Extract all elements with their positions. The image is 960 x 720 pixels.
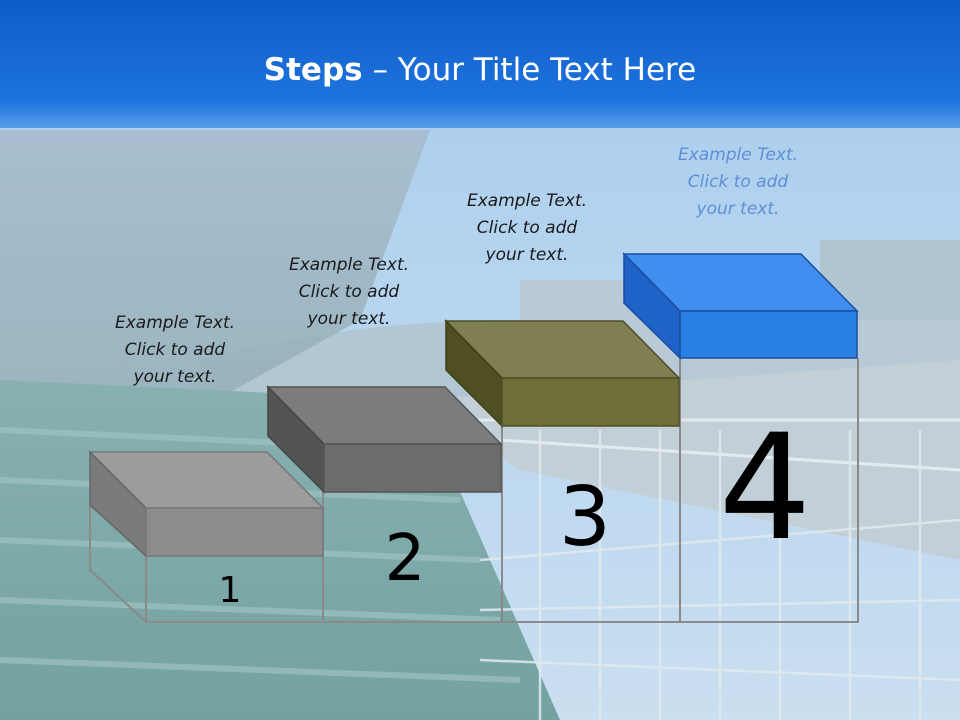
step-1-number: 1 bbox=[218, 570, 242, 611]
step-4-caption-line1: Example Text. bbox=[677, 145, 799, 165]
step-2-number: 2 bbox=[384, 522, 426, 596]
step-2-caption-line1: Example Text. bbox=[288, 255, 410, 275]
step-1-caption-line3: your text. bbox=[133, 367, 217, 387]
step-1-caption-line1: Example Text. bbox=[114, 313, 236, 333]
title-bold: Steps bbox=[263, 52, 363, 88]
step-3-caption-line2: Click to add bbox=[476, 218, 578, 238]
step-1-caption[interactable]: Example Text. Click to add your text. bbox=[80, 310, 270, 391]
step-3-caption-line1: Example Text. bbox=[466, 191, 588, 211]
header-band bbox=[0, 0, 960, 128]
step-3-block[interactable] bbox=[444, 319, 681, 428]
step-2-caption[interactable]: Example Text. Click to add your text. bbox=[254, 252, 444, 333]
title-rest: – Your Title Text Here bbox=[372, 52, 697, 88]
step-2-block[interactable] bbox=[266, 385, 503, 494]
step-4-number: 4 bbox=[718, 403, 812, 573]
step-4-caption-line3: your text. bbox=[696, 199, 780, 219]
step-3-number: 3 bbox=[558, 470, 612, 565]
step-2-caption-line2: Click to add bbox=[298, 282, 400, 302]
page-title: Steps – Your Title Text Here bbox=[0, 52, 960, 88]
step-4-block[interactable] bbox=[622, 252, 859, 360]
step-1-caption-line2: Click to add bbox=[124, 340, 226, 360]
step-3-caption-line3: your text. bbox=[485, 245, 569, 265]
step-4-caption-line2: Click to add bbox=[687, 172, 789, 192]
step-2-caption-line3: your text. bbox=[307, 309, 391, 329]
step-3-caption[interactable]: Example Text. Click to add your text. bbox=[432, 188, 622, 269]
step-4-caption[interactable]: Example Text. Click to add your text. bbox=[643, 142, 833, 223]
step-1-block[interactable] bbox=[88, 450, 325, 558]
